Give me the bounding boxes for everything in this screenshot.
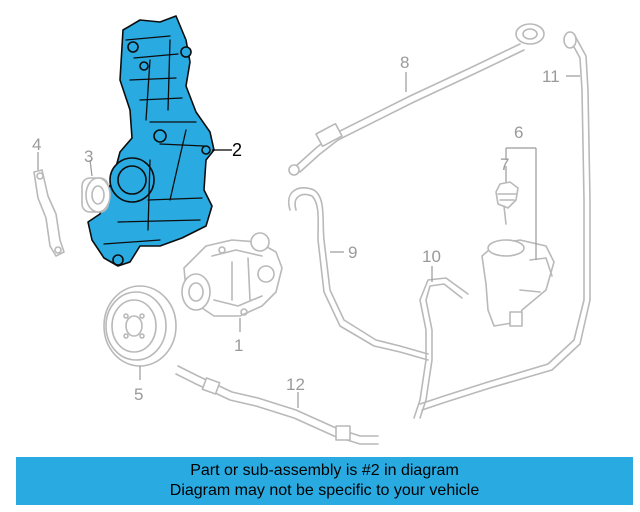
part-5-pulley[interactable] xyxy=(103,285,177,367)
banner-line-2: Diagram may not be specific to your vehi… xyxy=(169,482,480,499)
callout-1[interactable]: 1 xyxy=(234,336,243,355)
callout-10[interactable]: 10 xyxy=(422,247,441,266)
part-8-hose[interactable] xyxy=(288,23,545,176)
banner-line-1: Part or sub-assembly is #2 in diagram xyxy=(190,462,459,479)
part-11-line[interactable] xyxy=(419,31,591,411)
callout-4[interactable]: 4 xyxy=(32,135,41,154)
callout-12[interactable]: 12 xyxy=(286,375,305,394)
leader-line-3 xyxy=(89,159,93,177)
part-10-hose[interactable] xyxy=(413,277,469,419)
part-9-hose[interactable] xyxy=(287,186,429,361)
callout-9[interactable]: 9 xyxy=(348,243,357,262)
part-4-strap[interactable] xyxy=(33,169,65,257)
callout-5[interactable]: 5 xyxy=(134,385,143,404)
callout-3[interactable]: 3 xyxy=(84,147,93,166)
callout-11[interactable]: 11 xyxy=(542,67,560,86)
callout-8[interactable]: 8 xyxy=(400,53,409,72)
part-6-reservoir[interactable] xyxy=(481,239,555,327)
part-2-bracket[interactable] xyxy=(87,15,215,267)
leader-line-6 xyxy=(505,147,537,260)
part-12-line[interactable] xyxy=(175,365,379,445)
callout-6[interactable]: 6 xyxy=(514,123,523,142)
part-1-pump[interactable] xyxy=(181,232,283,317)
callout-2[interactable]: 2 xyxy=(232,140,242,160)
info-banner: Part or sub-assembly is #2 in diagram Di… xyxy=(16,457,633,505)
part-3-bushing[interactable] xyxy=(81,177,111,213)
part-7-cap[interactable] xyxy=(495,181,519,225)
callout-7[interactable]: 7 xyxy=(500,155,509,174)
